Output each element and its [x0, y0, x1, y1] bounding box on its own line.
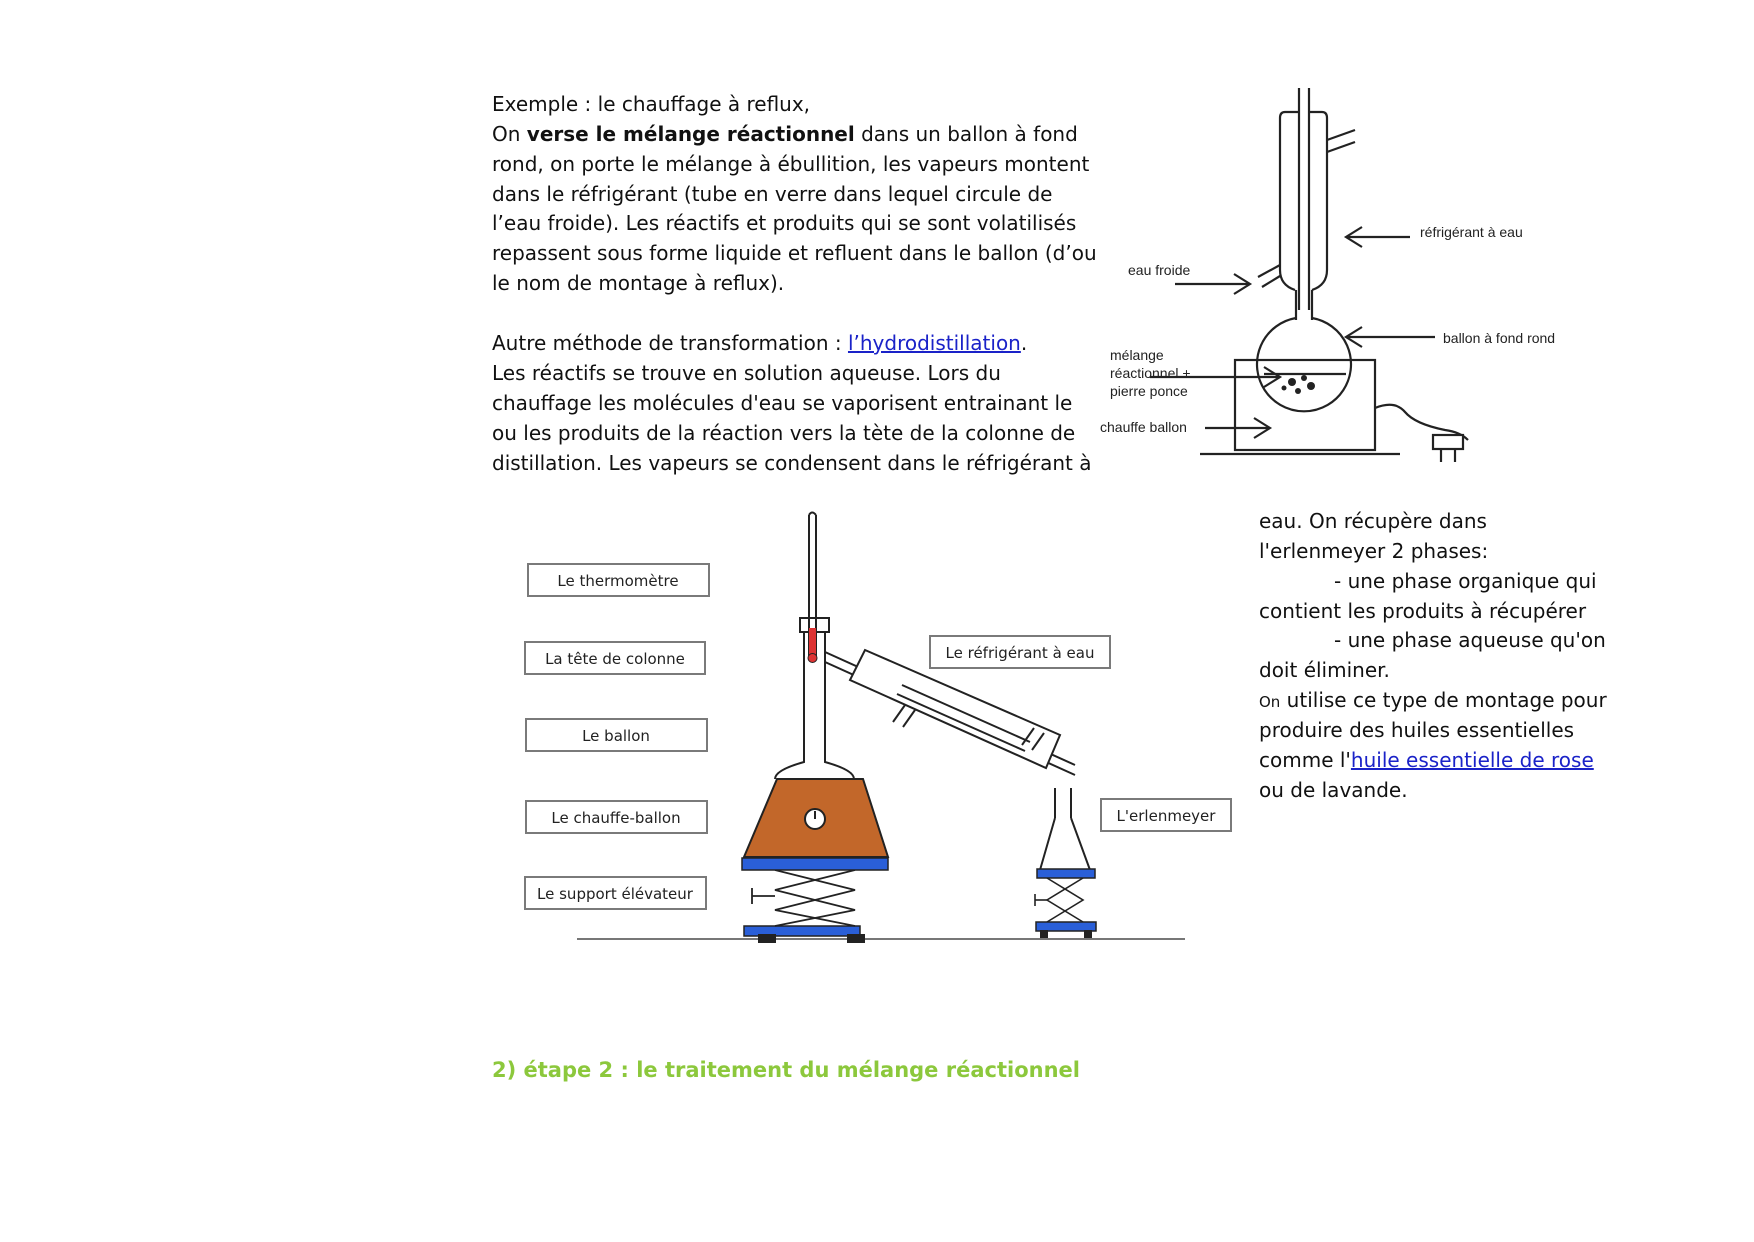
label-eau-froide: eau froide — [1128, 262, 1190, 278]
hydro-line-5: distillation. Les vapeurs se condensent … — [492, 451, 1092, 475]
rose-oil-link[interactable]: huile essentielle de rose — [1350, 748, 1594, 772]
side-line-10: ou de lavande. — [1259, 778, 1408, 802]
reflux-line-6: repassent sous forme liquide et refluent… — [492, 241, 1097, 265]
label-ballon-fond-rond: ballon à fond rond — [1443, 330, 1555, 346]
side-line-9-pre: comme l' — [1259, 748, 1351, 772]
side-line-7-rest: utilise ce type de montage pour — [1280, 688, 1607, 712]
label-melange-3: pierre ponce — [1110, 383, 1188, 399]
hydro-line-1: Autre méthode de transformation : l’hydr… — [492, 329, 1027, 359]
hydro-line-4: ou les produits de la réaction vers la t… — [492, 421, 1076, 445]
reflux-line-2-bold: verse le mélange réactionnel — [526, 122, 855, 146]
hydro-line-1-post: . — [1020, 331, 1028, 355]
side-line-4: contient les produits à récupérer — [1259, 599, 1587, 623]
label-tete-colonne: La tête de colonne — [545, 650, 685, 668]
side-line-6: doit éliminer. — [1259, 658, 1390, 682]
hydro-line-2: Les réactifs se trouve en solution aqueu… — [492, 361, 1001, 385]
hydro-line-1-pre: Autre méthode de transformation : — [492, 331, 848, 355]
reflux-line-2-post: dans un ballon à fond — [854, 122, 1078, 146]
reflux-line-3: rond, on porte le mélange à ébullition, … — [492, 152, 1090, 176]
label-melange-1: mélange — [1110, 347, 1164, 363]
label-chauffe-ballon: chauffe ballon — [1100, 419, 1187, 435]
section-heading: 2) étape 2 : le traitement du mélange ré… — [492, 1058, 1080, 1082]
reflux-line-2: On verse le mélange réactionnel dans un … — [492, 120, 1078, 150]
reflux-diagram: réfrigérant à eau eau froide ballon à fo… — [1100, 88, 1555, 462]
side-line-1: eau. On récupère dans — [1259, 509, 1487, 533]
reflux-line-2-pre: On — [492, 122, 527, 146]
label-support-elevateur: Le support élévateur — [537, 885, 694, 903]
reflux-line-1: Exemple : le chauffage à reflux, — [492, 92, 811, 116]
label-ballon: Le ballon — [582, 727, 650, 745]
label-chauffe-ballon-distill: Le chauffe-ballon — [551, 809, 680, 827]
side-line-2: l'erlenmeyer 2 phases: — [1259, 539, 1489, 563]
side-line-7: On utilise ce type de montage pour — [1259, 686, 1607, 718]
hydrodistillation-link[interactable]: l’hydrodistillation — [847, 331, 1021, 355]
side-line-3: - une phase organique qui — [1334, 569, 1597, 593]
side-line-9: comme l'huile essentielle de rose — [1259, 746, 1594, 776]
label-refrigerant-distill: Le réfrigérant à eau — [946, 644, 1095, 662]
side-line-7-small: On — [1259, 693, 1281, 711]
reflux-line-5: l’eau froide). Les réactifs et produits … — [492, 211, 1077, 235]
label-thermometre: Le thermomètre — [557, 572, 678, 590]
label-erlenmeyer: L'erlenmeyer — [1117, 807, 1217, 825]
label-melange-2: réactionnel + — [1110, 365, 1191, 381]
side-line-5: - une phase aqueuse qu'on — [1334, 628, 1606, 652]
hydro-line-3: chauffage les molécules d'eau se vaporis… — [492, 391, 1073, 415]
label-refrigerant-eau: réfrigérant à eau — [1420, 224, 1523, 240]
distillation-diagram: Le thermomètre La tête de colonne Le bal… — [524, 511, 1232, 943]
side-line-8: produire des huiles essentielles — [1259, 718, 1575, 742]
reflux-line-4: dans le réfrigérant (tube en verre dans … — [492, 182, 1053, 206]
reflux-line-7: le nom de montage à reflux). — [492, 271, 785, 295]
